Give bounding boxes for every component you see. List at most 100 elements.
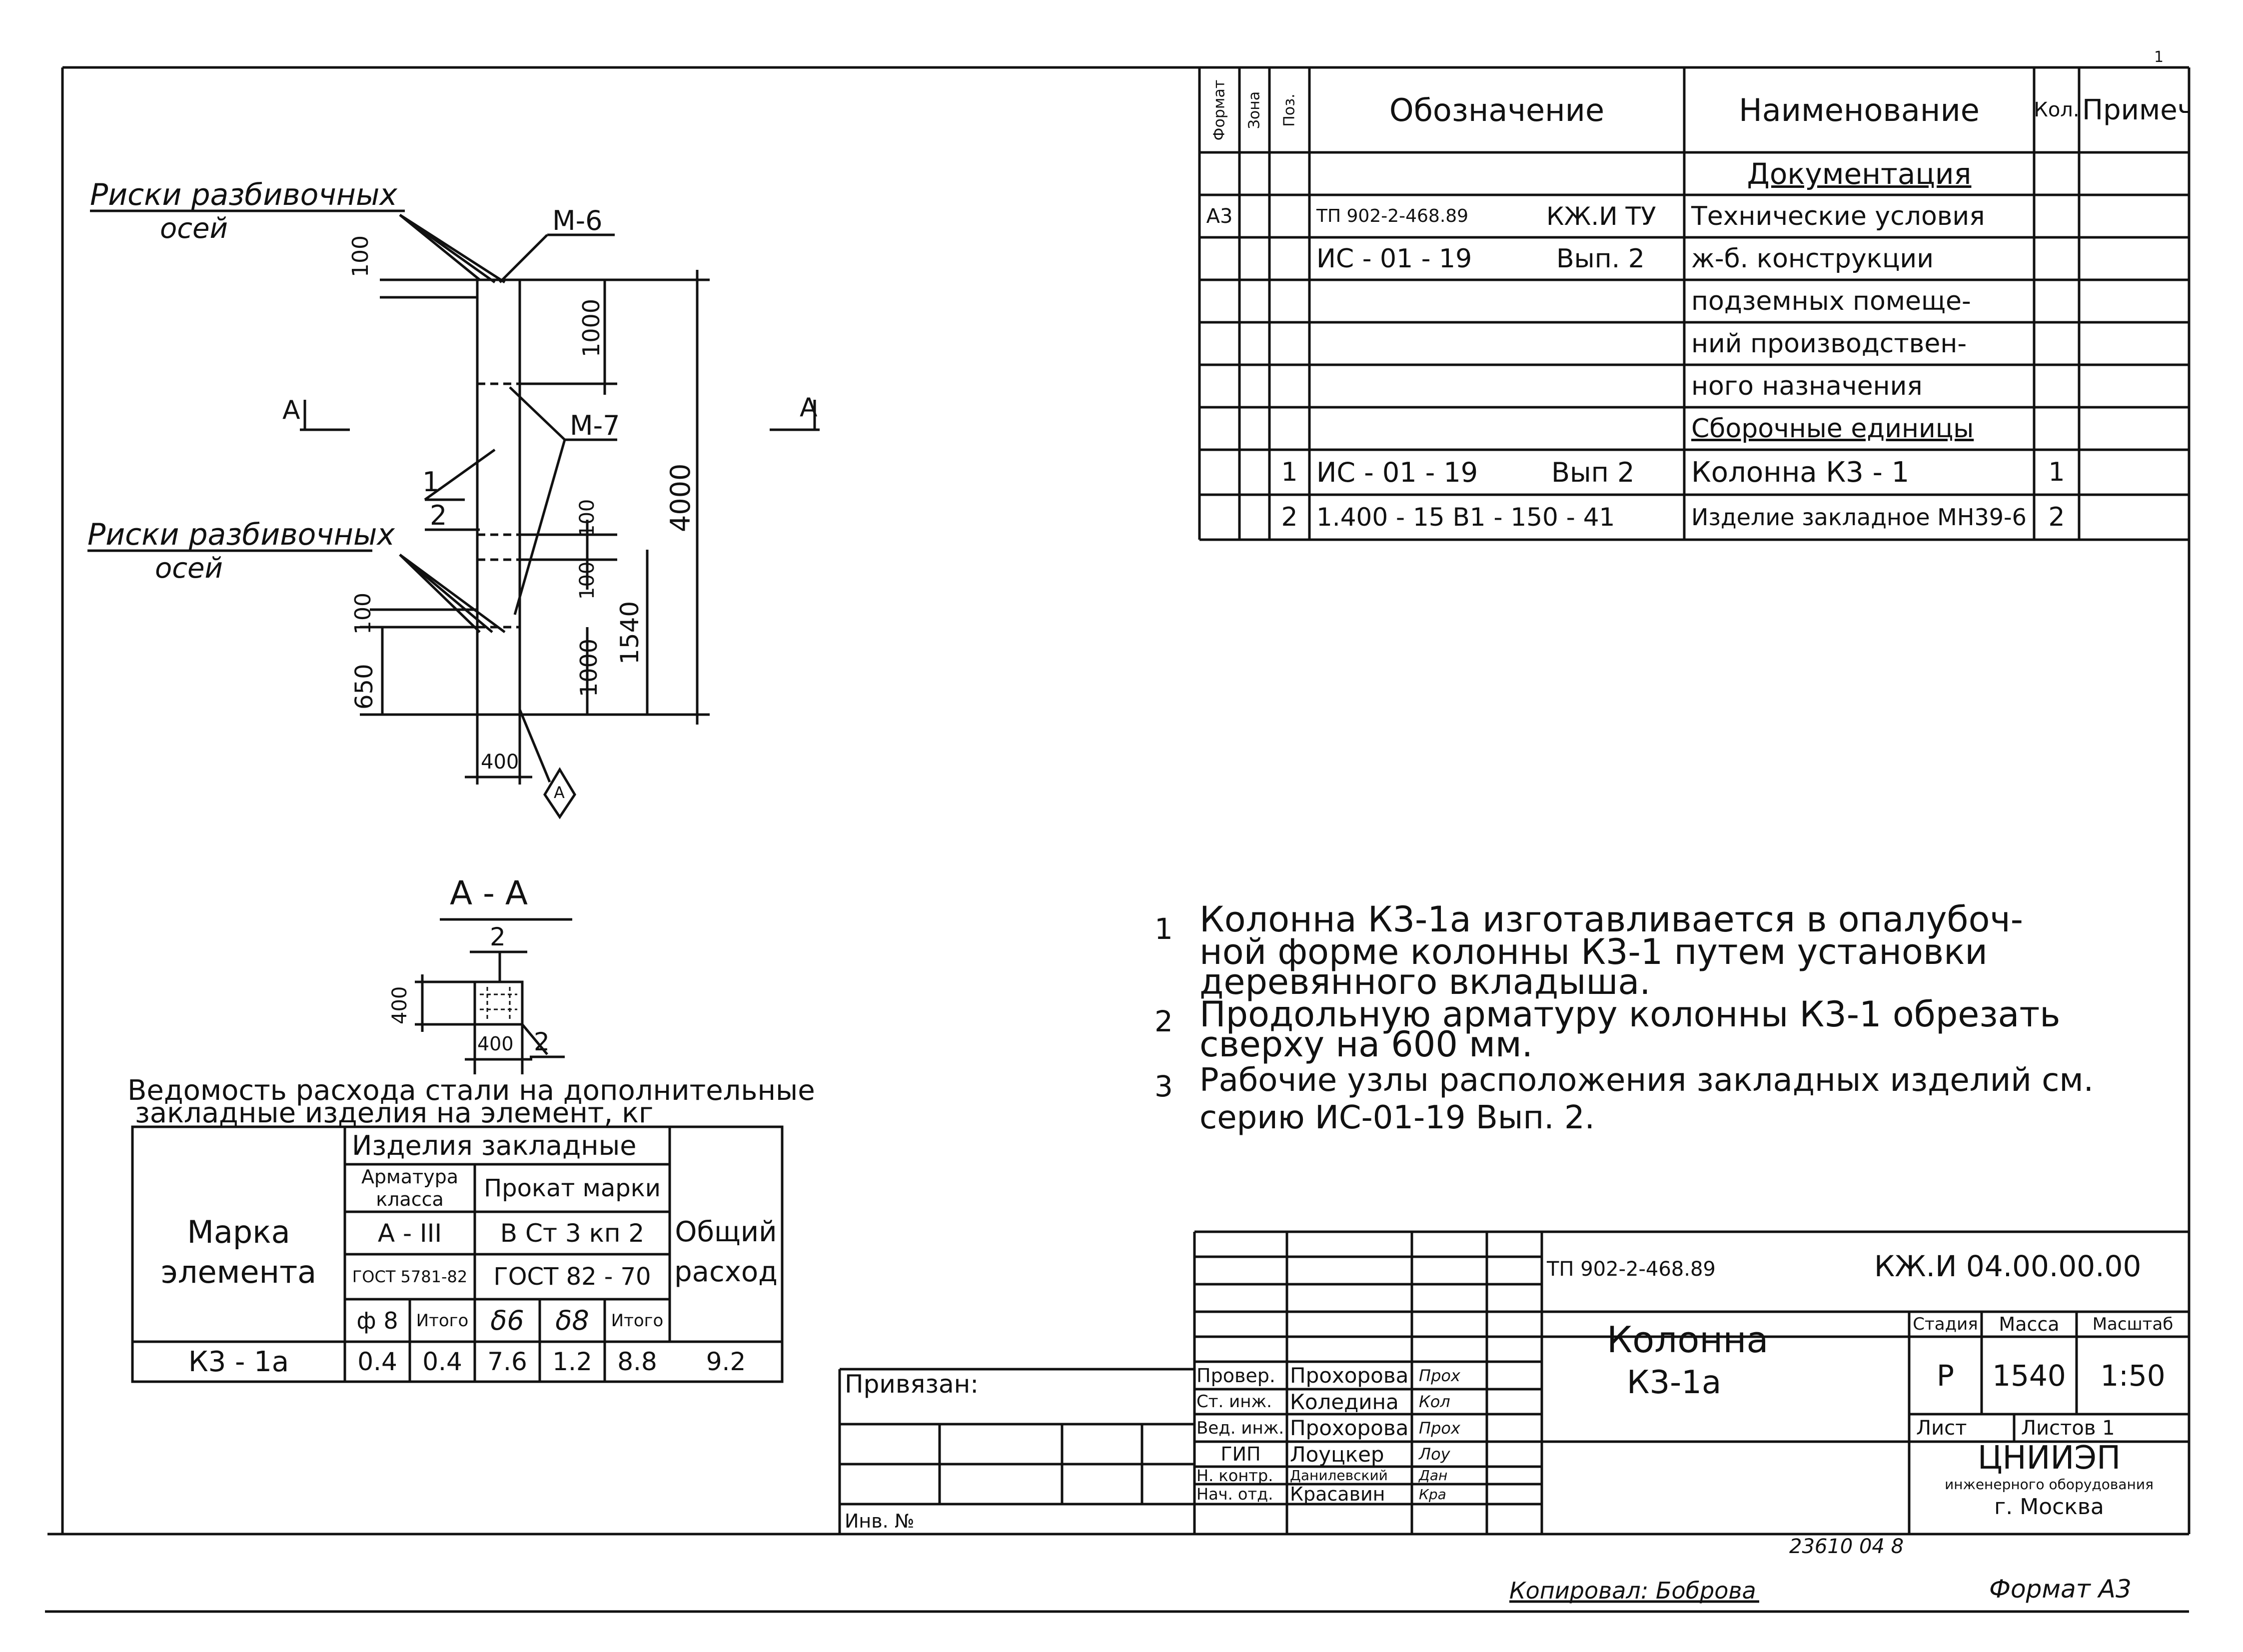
section-dim-400-h: 400 [477, 1033, 514, 1055]
archive-number: 23610 04 8 [1789, 1535, 1904, 1558]
person: Прохорова [1290, 1363, 1409, 1388]
sheet-header: Лист [1916, 1416, 1967, 1440]
spec-cell-name: Технические условия [1691, 201, 1985, 231]
label-axes-mid-2: осей [155, 552, 223, 585]
dim-100-top: 100 [348, 235, 373, 277]
sheet-number-top: 1 [2154, 48, 2164, 66]
position-1: 1 [422, 466, 440, 498]
signature: Дан [1419, 1467, 1448, 1484]
spec-cell-qty: 2 [2048, 502, 2065, 532]
binding-label: Привязан: [845, 1370, 979, 1399]
spec-cell-name: Изделие закладное МН39-6 [1691, 504, 2027, 531]
person: Лоуцкер [1290, 1442, 1384, 1467]
object-name: Колонна [1607, 1319, 1769, 1361]
role: Провер. [1196, 1364, 1275, 1387]
dim-100-mid-2: 100 [576, 561, 599, 600]
header-mark: Марка [187, 1213, 290, 1250]
mark-m6: М-6 [552, 205, 603, 236]
spec-header-name: Наименование [1739, 91, 1980, 128]
steel-table-title: Ведомость расхода стали на дополнительны… [127, 1074, 815, 1107]
dim-100-mid: 100 [576, 499, 599, 537]
spec-cell-designation: ИС - 01 - 19 [1316, 456, 1478, 488]
header-rolled-mark: Прокат марки [484, 1174, 661, 1202]
person: Прохорова [1290, 1416, 1409, 1440]
sheet-code: КЖ.И 04.00.00.00 [1874, 1249, 2142, 1283]
dim-1540: 1540 [615, 601, 644, 665]
spec-cell-designation-2: КЖ.И ТУ [1546, 201, 1656, 231]
rebar-grade: А - III [377, 1218, 442, 1248]
spec-header-pos: Поз. [1280, 93, 1298, 127]
header-total: Общий [675, 1215, 777, 1248]
organization-3: г. Москва [1994, 1494, 2104, 1519]
spec-header-qty: Кол. [2034, 98, 2079, 121]
section-position-right: 2 [534, 1027, 550, 1056]
spec-cell-designation: ИС - 01 - 19 [1316, 243, 1472, 274]
organization: ЦНИИЭП [1977, 1442, 2121, 1474]
cell-total-rebar: 0.4 [422, 1347, 462, 1376]
spec-cell-name: ного назначения [1691, 371, 1923, 401]
col-total-rebar: Итого [416, 1310, 469, 1331]
col-s6: δ6 [490, 1305, 524, 1336]
spec-header-note: Примеч [2082, 93, 2189, 126]
position-2: 2 [430, 500, 447, 531]
cell-total-rolled: 8.8 [617, 1347, 657, 1376]
cell-s6: 7.6 [487, 1347, 527, 1376]
note-text: ной форме колонны К3-1 путем установки [1199, 931, 1988, 972]
spec-cell-designation-2: Вып 2 [1551, 456, 1635, 488]
steel-table-title-2: закладные изделия на элемент, кг [135, 1097, 654, 1129]
person: Красавин [1290, 1484, 1385, 1504]
header-rebar-class-2: класса [376, 1188, 444, 1210]
signature: Прох [1419, 1418, 1460, 1438]
note-text: Рабочие узлы расположения закладных изде… [1199, 1062, 2094, 1099]
spec-cell-name: Колонна К3 - 1 [1691, 456, 1910, 489]
spec-header-format: Формат [1210, 79, 1228, 140]
spec-cell-name: ж-б. конструкции [1691, 243, 1934, 274]
note-text: сверху на 600 мм. [1199, 1024, 1533, 1065]
spec-cell-qty: 1 [2048, 457, 2065, 487]
note-text: деревянного вкладыша. [1199, 961, 1651, 1002]
spec-cell-designation-2: Вып. 2 [1556, 243, 1645, 274]
dim-4000: 4000 [665, 463, 696, 532]
sheets-header: Листов 1 [2021, 1416, 2115, 1440]
object-name-2: К3-1а [1627, 1364, 1722, 1401]
spec-cell-format: А3 [1206, 204, 1233, 228]
role: Ст. инж. [1196, 1392, 1272, 1412]
copied-by: Копировал: Боброва [1509, 1577, 1756, 1604]
note-number: 3 [1154, 1069, 1173, 1103]
note-number: 1 [1154, 912, 1173, 946]
stage-value: Р [1937, 1358, 1954, 1393]
inventory-number: Инв. № [845, 1510, 915, 1532]
spec-cell-name: Сборочные единицы [1691, 413, 1974, 444]
rebar-gost: ГОСТ 5781-82 [352, 1267, 468, 1286]
signature: Кра [1419, 1486, 1446, 1503]
dim-650: 650 [350, 664, 378, 710]
dim-1000-bottom: 1000 [575, 638, 602, 697]
section-title: А - А [450, 874, 528, 912]
note-text: Колонна К3-1а изготавливается в опалубоч… [1199, 899, 2024, 940]
section-dim-400-v: 400 [388, 986, 411, 1024]
spec-cell-designation: 1.400 - 15 В1 - 150 - 41 [1316, 503, 1615, 532]
document-code: ТП 902-2-468.89 [1547, 1258, 1716, 1281]
col-s8: δ8 [555, 1305, 589, 1336]
scale-value: 1:50 [2100, 1358, 2166, 1393]
stage-header: Стадия [1913, 1314, 1978, 1334]
signature: Прох [1419, 1366, 1460, 1385]
section-position: 2 [490, 922, 506, 951]
header-total-2: расход [674, 1255, 778, 1288]
signature: Кол [1419, 1392, 1450, 1411]
role: ГИП [1220, 1443, 1261, 1465]
note-text: Продольную арматуру колонны К3-1 обрезат… [1199, 994, 2061, 1035]
spec-header-designation: Обозначение [1389, 91, 1605, 128]
col-d8: ф 8 [356, 1307, 398, 1334]
mass-value: 1540 [1992, 1358, 2066, 1393]
spec-cell-designation: ТП 902-2-468.89 [1316, 206, 1469, 226]
signature: Лоу [1419, 1445, 1450, 1464]
rolled-grade: В Ст 3 кп 2 [500, 1218, 645, 1248]
dim-400-bottom: 400 [481, 751, 519, 774]
cell-s8: 1.2 [552, 1347, 592, 1376]
sheet-format: Формат А3 [1989, 1575, 2132, 1604]
col-total-rolled: Итого [611, 1310, 664, 1331]
note-text: серию ИС-01-19 Вып. 2. [1199, 1099, 1595, 1136]
organization-2: инженерного оборудования [1945, 1476, 2154, 1493]
spec-cell-name: подземных помеще- [1691, 286, 1971, 316]
